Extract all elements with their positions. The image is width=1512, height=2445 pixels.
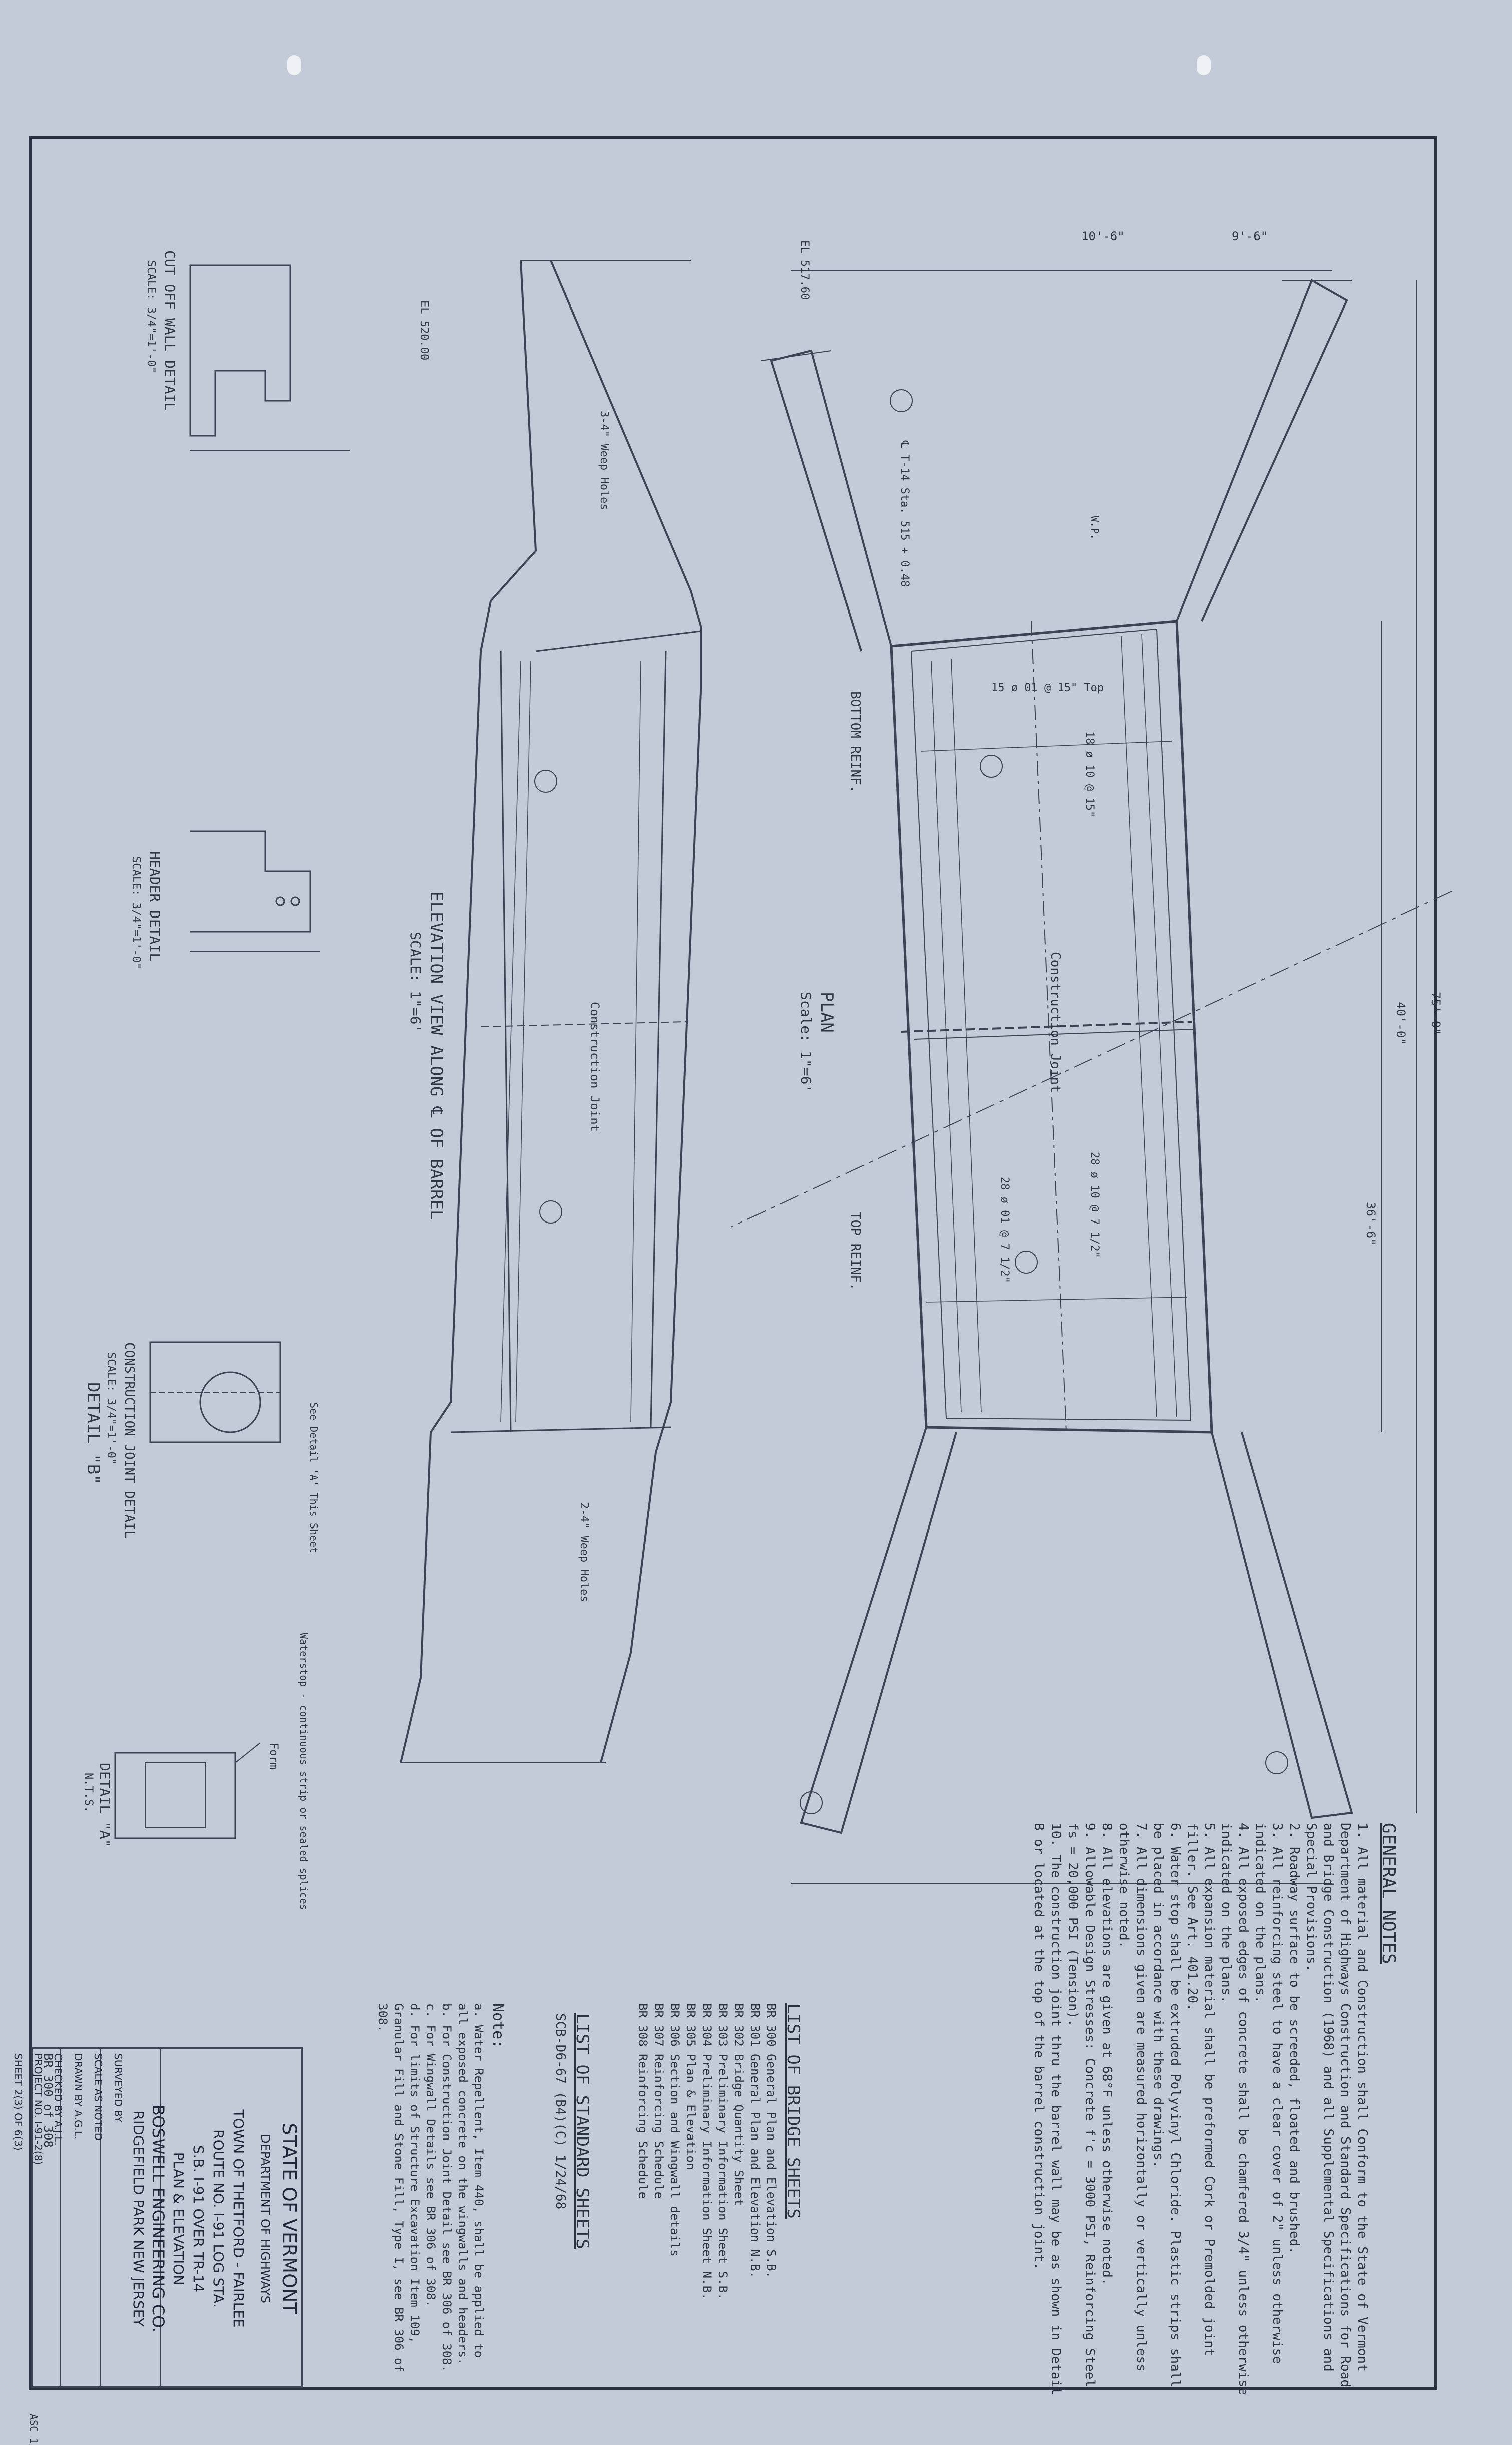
general-note-item: 10. The construction joint thru the barr… xyxy=(1031,1823,1063,2395)
notes-list: Note: a. Water Repellent, Item 440, shal… xyxy=(374,2003,507,2384)
bridge-sheet-item: BR 306 Section and Wingwall details xyxy=(668,2003,682,2257)
dim-40-label: 40'-0" xyxy=(1394,1002,1408,1045)
detail-a-title: DETAIL "A" xyxy=(97,1763,113,1848)
bar-label-1: 18 ø 10 @ 15" xyxy=(1083,731,1096,817)
top-reinf-label: TOP REINF. xyxy=(848,1212,863,1291)
weep-holes-label: 3-4" Weep Holes xyxy=(598,411,610,510)
bar-label-4: 28 ø 01 @ 7 1/2" xyxy=(998,1177,1011,1283)
wp-label: W.P. xyxy=(1089,516,1101,540)
general-notes-title: GENERAL NOTES xyxy=(1378,1823,1399,1964)
general-note-item: 7. All dimensions given are measured hor… xyxy=(1116,1823,1149,2372)
bridge-sheets-title: LIST OF BRIDGE SHEETS xyxy=(783,2003,803,2219)
drawn-by: DRAWN BY A.G.L. xyxy=(72,2053,84,2140)
notes-title: Note: xyxy=(489,2003,507,2049)
general-note-item: 5. All expansion material shall be prefo… xyxy=(1185,1823,1217,2356)
header-detail xyxy=(190,830,320,952)
header-title: HEADER DETAIL xyxy=(147,851,163,961)
bridge-sheet-item: BR 308 Reinforcing Schedule xyxy=(636,2003,650,2199)
drawing-border xyxy=(29,136,1437,2390)
construction-joint-detail xyxy=(149,1341,281,1443)
bridge-sheet-item: BR 304 Preliminary Information Sheet N.B… xyxy=(700,2003,714,2300)
bridge-sheet-item: BR 305 Plan & Elevation xyxy=(684,2003,698,2170)
detail-b-title: DETAIL "B" xyxy=(83,1382,103,1485)
surveyed-by: SURVEYED BY xyxy=(112,2053,124,2122)
route: ROUTE NO. I-91 LOG STA. xyxy=(210,2129,227,2308)
department: DEPARTMENT OF HIGHWAYS xyxy=(258,2134,272,2303)
note-item: c. For Wingwall Details see BR 306 of 30… xyxy=(424,2003,438,2307)
standard-sheet-item: SCB-D6-67 (B4)(C) 1/24/68 xyxy=(553,2013,568,2210)
bridge-sheet-item: BR 302 Bridge Quantity Sheet xyxy=(732,2003,746,2206)
general-notes: GENERAL NOTES 1. All material and Constr… xyxy=(1030,1823,1399,2404)
sheet-ref: BR 300 of 308 xyxy=(41,2053,55,2148)
bridge-sheet-item: BR 301 General Plan and Elevation N.B. xyxy=(748,2003,762,2279)
firm-name: BOSWELL ENGINEERING CO. xyxy=(149,2104,168,2333)
punch-hole xyxy=(1197,55,1211,75)
bridge-name: S.B. I-91 OVER TR-14 xyxy=(190,2145,207,2293)
state-title: STATE OF VERMONT xyxy=(278,2123,300,2314)
standard-sheets-list: LIST OF STANDARD SHEETS SCB-D6-67 (B4)(C… xyxy=(552,2013,592,2374)
weep-holes-label-2: 2-4" Weep Holes xyxy=(578,1502,590,1602)
plan-scale: Scale: 1"=6' xyxy=(798,992,814,1093)
bridge-sheet-item: BR 303 Preliminary Information Sheet S.B… xyxy=(716,2003,730,2300)
note-item: d. For limits of Structure Excavation It… xyxy=(375,2003,422,2372)
stamp-label: ASC 1/1/68 xyxy=(28,2414,40,2445)
plan-title: PLAN xyxy=(817,992,837,1033)
punch-hole xyxy=(287,55,301,75)
dim-36-label: 36'-6" xyxy=(1364,1202,1378,1246)
cutoff-scale: SCALE: 3/4"=1'-0" xyxy=(145,260,157,373)
header-scale: SCALE: 3/4"=1'-0" xyxy=(130,856,142,969)
standard-sheets-title: LIST OF STANDARD SHEETS xyxy=(572,2013,592,2249)
el-bottom-label: EL 517.60 xyxy=(798,240,811,300)
general-note-item: 4. All exposed edges of concrete shall b… xyxy=(1219,1823,1251,2395)
elevation-view xyxy=(400,260,702,1763)
sheet-no: SHEET 2(3) OF 6(3) xyxy=(12,2053,24,2151)
note-item: b. For Construction Joint Detail see BR … xyxy=(440,2003,454,2372)
town: TOWN OF THETFORD - FAIRLEE xyxy=(230,2109,247,2328)
scale-note: SCALE AS NOTED xyxy=(92,2053,104,2141)
station-label: ℄ T-14 Sta. 515 + 0.48 xyxy=(898,440,911,587)
construction-scale: SCALE: 3/4"=1'-0" xyxy=(105,1352,117,1465)
firm-location: RIDGEFIELD PARK NEW JERSEY xyxy=(130,2110,147,2327)
general-note-item: 8. All elevations are given at 68°F unle… xyxy=(1099,1823,1114,2286)
cutoff-wall-detail xyxy=(189,264,350,451)
elevation-title: ELEVATION VIEW ALONG ℄ OF BARREL xyxy=(426,891,446,1220)
general-note-item: 1. All material and Construction shall C… xyxy=(1304,1823,1370,2388)
bar-label-2: 28 ø 10 @ 7 1/2" xyxy=(1088,1152,1101,1258)
bar-label-3: 15 ø 01 @ 15" Top xyxy=(991,682,1104,694)
general-note-item: 6. Water stop shall be extruded Polyviny… xyxy=(1151,1823,1183,2388)
plan-view xyxy=(730,270,1452,1884)
bottom-reinf-label: BOTTOM REINF. xyxy=(848,691,863,793)
title-block xyxy=(31,2047,303,2388)
dim-75-label: 75'-0" xyxy=(1429,992,1443,1035)
waterstop-label: Waterstop - continuous strip or sealed s… xyxy=(298,1633,310,1910)
dim-10-6-label: 10'-6" xyxy=(1081,229,1125,243)
bridge-sheets-list: LIST OF BRIDGE SHEETS BR 300 General Pla… xyxy=(635,2003,803,2374)
construction-title: CONSTRUCTION JOINT DETAIL xyxy=(122,1342,137,1538)
dim-9-6-label: 9'-6" xyxy=(1232,229,1268,243)
el-top-label: EL 520.00 xyxy=(418,300,430,360)
note-item: a. Water Repellent, Item 440, shall be a… xyxy=(456,2003,486,2365)
detail-a-scale: N.T.S. xyxy=(82,1773,95,1812)
general-note-item: 3. All reinforcing steel to have a clear… xyxy=(1253,1823,1285,2364)
cutoff-title: CUT OFF WALL DETAIL xyxy=(162,250,178,411)
construction-joint-elev-label: Construction Joint xyxy=(588,1002,602,1132)
bridge-sheet-item: BR 307 Reinforcing Schedule xyxy=(652,2003,666,2199)
detail-a xyxy=(114,1742,261,1839)
bar-mark-circles xyxy=(534,389,1288,1814)
bridge-sheet-item: BR 300 General Plan and Elevation S.B. xyxy=(764,2003,778,2279)
sheet-title: PLAN & ELEVATION xyxy=(170,2152,187,2286)
general-note-item: 9. Allowable Design Stresses: Concrete f… xyxy=(1065,1823,1097,2388)
elevation-scale: SCALE: 1"=6' xyxy=(407,932,424,1033)
see-detail-label: See Detail 'A' This Sheet xyxy=(308,1402,320,1553)
construction-joint-label: Construction Joint xyxy=(1048,952,1063,1093)
form-label: Form xyxy=(267,1743,280,1769)
general-note-item: 2. Roadway surface to be screeded, float… xyxy=(1287,1823,1302,2254)
